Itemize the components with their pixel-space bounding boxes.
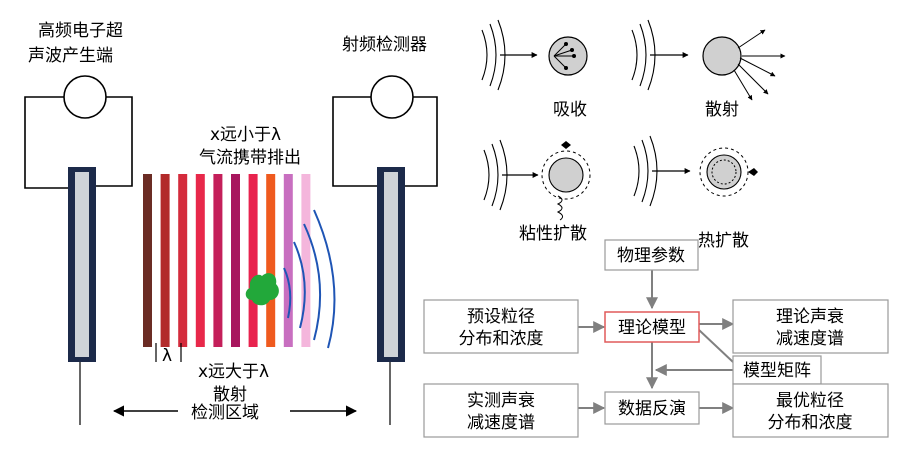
medium-stripe xyxy=(143,174,152,347)
detector-unit: 射频检测器 xyxy=(332,35,438,425)
generator-wire-left xyxy=(24,96,68,189)
detector-wire-left xyxy=(332,96,378,187)
medium-stripe xyxy=(213,174,223,347)
medium-stripes xyxy=(143,174,311,347)
mechanism-thermal: 热扩散 xyxy=(633,135,758,251)
generator-label-line1: 高频电子超 xyxy=(38,21,123,41)
detector-probe-inner xyxy=(384,172,398,357)
mechanism-scattering: 散射 xyxy=(631,19,786,120)
model-matrix-label: 模型矩阵 xyxy=(743,361,811,381)
measured-label-line1: 实测声衰 xyxy=(467,391,535,411)
medium-stripe xyxy=(301,174,311,347)
generator-meter-circle xyxy=(63,75,107,119)
wavelength-marker: λ xyxy=(155,343,182,366)
inversion-label: 数据反演 xyxy=(618,399,686,419)
flowchart: 物理参数 预设粒径 分布和浓度 理论模型 理论声衰 减速度谱 模型矩阵 实测声衰… xyxy=(423,239,889,438)
optimal-label-line1: 最优粒径 xyxy=(776,391,844,411)
large-particle-label-line2: 散射 xyxy=(213,385,247,405)
detection-region: 检测区域 xyxy=(112,403,358,423)
preset-label-line2: 分布和浓度 xyxy=(459,329,544,349)
medium-stripe xyxy=(248,174,258,347)
absorption-label: 吸收 xyxy=(553,100,587,120)
generator-probe-inner xyxy=(75,172,89,357)
measured-box xyxy=(423,383,579,438)
scattering-label: 散射 xyxy=(705,100,739,120)
physical-params-label: 物理参数 xyxy=(617,246,685,266)
detector-label: 射频检测器 xyxy=(342,35,427,55)
mechanism-viscous: 粘性扩散 xyxy=(483,139,591,244)
thermal-label: 热扩散 xyxy=(698,231,749,251)
small-particle-label-line1: x远小于λ xyxy=(210,125,281,145)
theory-spectrum-line2: 减速度谱 xyxy=(776,329,844,349)
inversion-box xyxy=(604,391,700,425)
physical-params-box xyxy=(604,239,699,271)
small-particle-label-line2: 气流携带排出 xyxy=(199,148,301,168)
lambda-label: λ xyxy=(162,346,172,366)
large-particle xyxy=(245,273,279,306)
mechanism-absorption: 吸收 xyxy=(481,19,588,120)
measured-label-line2: 减速度谱 xyxy=(467,413,535,433)
detector-wire-right xyxy=(404,96,438,187)
generator-unit: 高频电子超 声波产生端 xyxy=(24,21,133,425)
medium-stripe xyxy=(160,174,170,347)
generator-wire-right xyxy=(96,96,133,187)
medium-stripe xyxy=(178,174,188,347)
large-particle-label-line1: x远大于λ xyxy=(198,362,269,382)
theory-model-label: 理论模型 xyxy=(618,318,686,338)
medium-stripe xyxy=(266,174,276,347)
detector-meter-circle xyxy=(370,75,414,119)
theory-spectrum-box xyxy=(732,299,889,354)
medium-stripe xyxy=(231,174,240,347)
viscous-label: 粘性扩散 xyxy=(519,224,587,244)
optimal-box xyxy=(732,383,889,438)
preset-label-line1: 预设粒径 xyxy=(467,307,535,327)
model-matrix-box xyxy=(732,355,822,385)
scattered-waves xyxy=(283,209,336,349)
theory-model-box xyxy=(604,311,700,343)
optimal-label-line2: 分布和浓度 xyxy=(768,413,853,433)
line-model-to-matrix xyxy=(698,329,734,363)
medium-stripe xyxy=(195,174,205,347)
preset-box xyxy=(423,299,579,354)
theory-spectrum-line1: 理论声衰 xyxy=(776,307,844,327)
medium-stripe xyxy=(283,174,293,347)
generator-label-line2: 声波产生端 xyxy=(28,46,113,66)
region-label: 检测区域 xyxy=(191,403,259,423)
